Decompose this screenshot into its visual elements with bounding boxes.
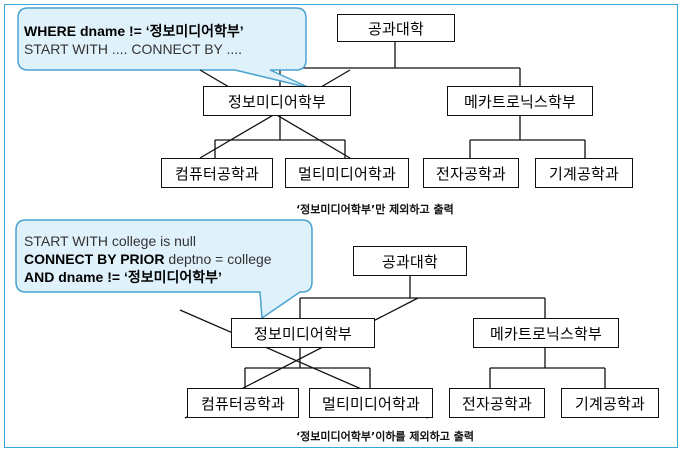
bottom-callout-line1: START WITH college is null xyxy=(24,233,196,249)
top-callout-text: WHERE dname != ‘정보미디어학부’ START WITH ....… xyxy=(24,22,244,58)
top-node-mechanical: 기계공학과 xyxy=(535,158,633,188)
bottom-caption: ‘정보미디어학부’이하를 제외하고 출력 xyxy=(296,430,474,443)
bottom-node-root: 공과대학 xyxy=(353,246,467,276)
bottom-node-multimedia: 멀티미디어학과 xyxy=(309,388,433,418)
top-node-mechatronics: 메카트로닉스학부 xyxy=(447,86,593,116)
bottom-callout-line3: AND dname != ‘정보미디어학부’ xyxy=(24,269,222,285)
bottom-callout-line2-keyword: CONNECT BY PRIOR xyxy=(24,251,165,267)
top-callout-bubble xyxy=(17,7,311,89)
bottom-callout-bubble xyxy=(15,219,313,320)
top-node-root: 공과대학 xyxy=(337,14,455,42)
bottom-node-mechatronics: 메카트로닉스학부 xyxy=(473,318,619,348)
top-node-multimedia: 멀티미디어학과 xyxy=(285,158,409,188)
top-callout-line2: START WITH .... CONNECT BY .... xyxy=(24,41,243,57)
bottom-node-electronics: 전자공학과 xyxy=(449,388,545,418)
top-node-computer: 컴퓨터공학과 xyxy=(161,158,273,188)
top-node-electronics: 전자공학과 xyxy=(423,158,519,188)
top-caption: ‘정보미디어학부’만 제외하고 출력 xyxy=(296,203,454,216)
top-node-info-media: 정보미디어학부 xyxy=(203,86,351,116)
top-callout-line1: WHERE dname != ‘정보미디어학부’ xyxy=(24,23,244,39)
bottom-node-computer: 컴퓨터공학과 xyxy=(187,388,299,418)
bottom-node-info-media: 정보미디어학부 xyxy=(231,318,375,348)
bottom-callout-line2-rest: deptno = college xyxy=(164,251,272,267)
bottom-callout-text: START WITH college is null CONNECT BY PR… xyxy=(24,232,272,286)
bottom-node-mechanical: 기계공학과 xyxy=(561,388,659,418)
